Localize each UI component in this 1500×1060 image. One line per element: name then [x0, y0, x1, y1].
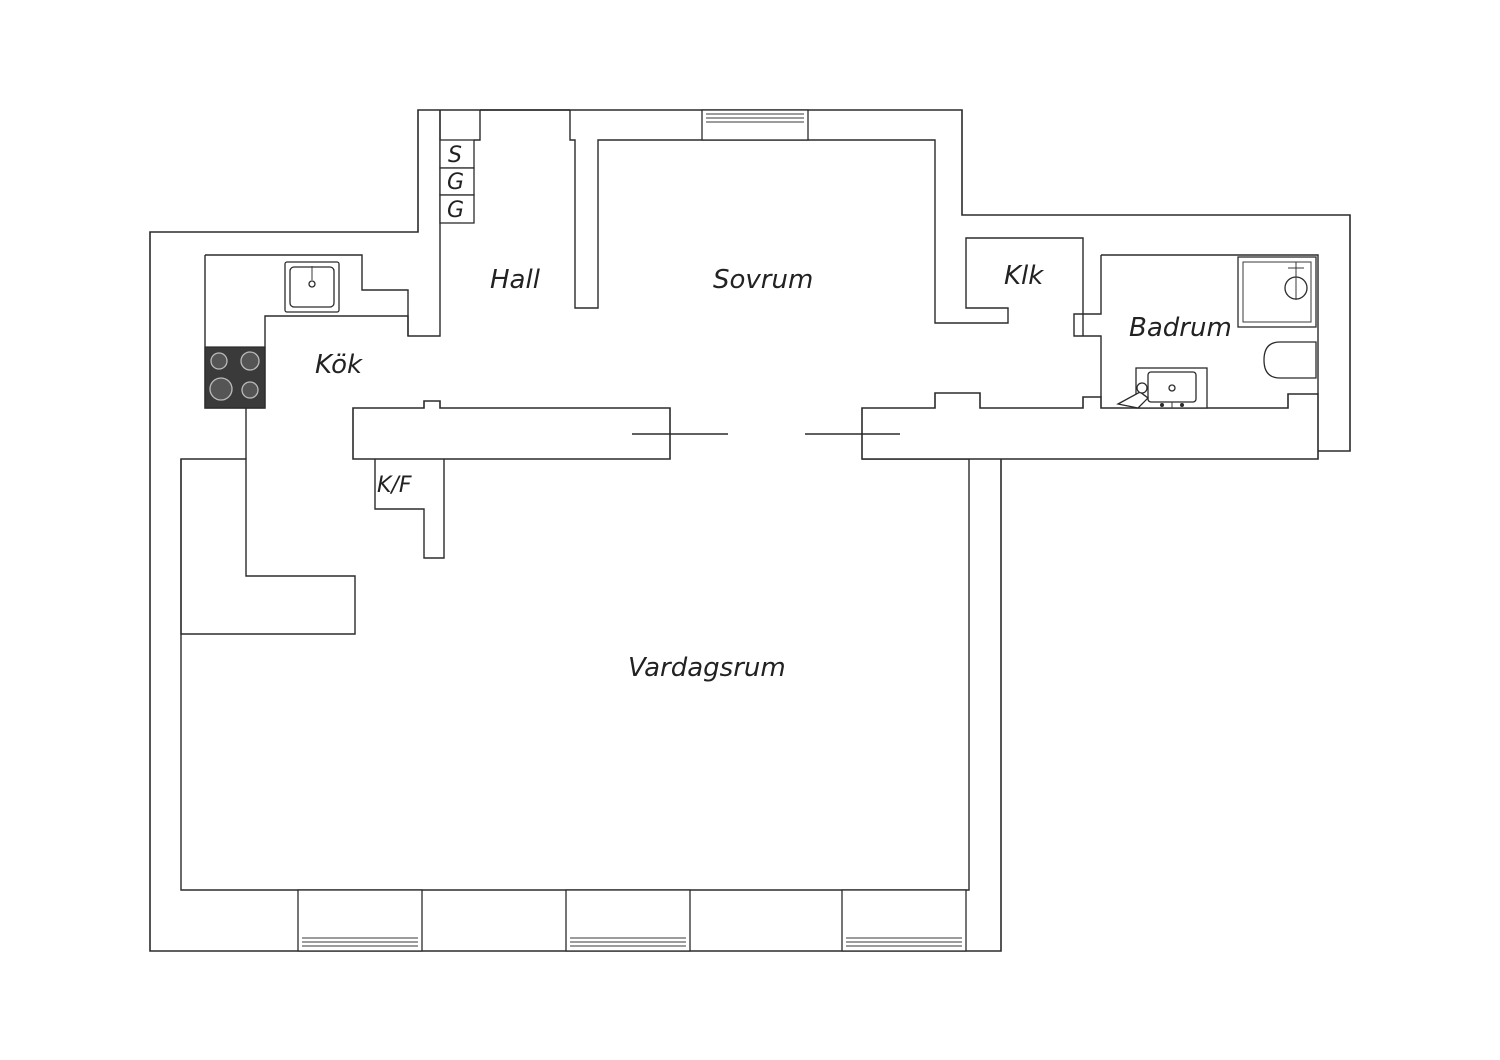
closet-label-g1: G [447, 170, 464, 195]
closet-label-g2: G [447, 198, 464, 223]
shower-icon [1237, 256, 1317, 328]
badrum-walls [1073, 254, 1319, 397]
stove-icon [204, 346, 266, 409]
hall-sovrum-wall [480, 109, 1084, 324]
window-top [701, 109, 809, 141]
closet-label-s: S [448, 143, 462, 168]
room-label-sovrum: Sovrum [713, 265, 813, 295]
window-bottom-1 [297, 889, 423, 952]
closet-label-kf: K/F [377, 473, 412, 498]
toilet-icon [1263, 341, 1317, 379]
hall-closets [439, 110, 481, 224]
room-label-badrum: Badrum [1129, 313, 1232, 343]
window-bottom-3 [841, 889, 967, 952]
washbasin-icon [1116, 367, 1208, 409]
window-bottom-2 [565, 889, 691, 952]
room-label-vardagsrum: Vardagsrum [628, 653, 786, 683]
kitchen-sink [284, 261, 340, 313]
room-label-klk: Klk [1004, 261, 1044, 291]
room-label-hall: Hall [490, 265, 541, 295]
exterior-walls [149, 109, 1351, 952]
room-label-kok: Kök [315, 350, 363, 380]
central-walls [352, 392, 1319, 559]
